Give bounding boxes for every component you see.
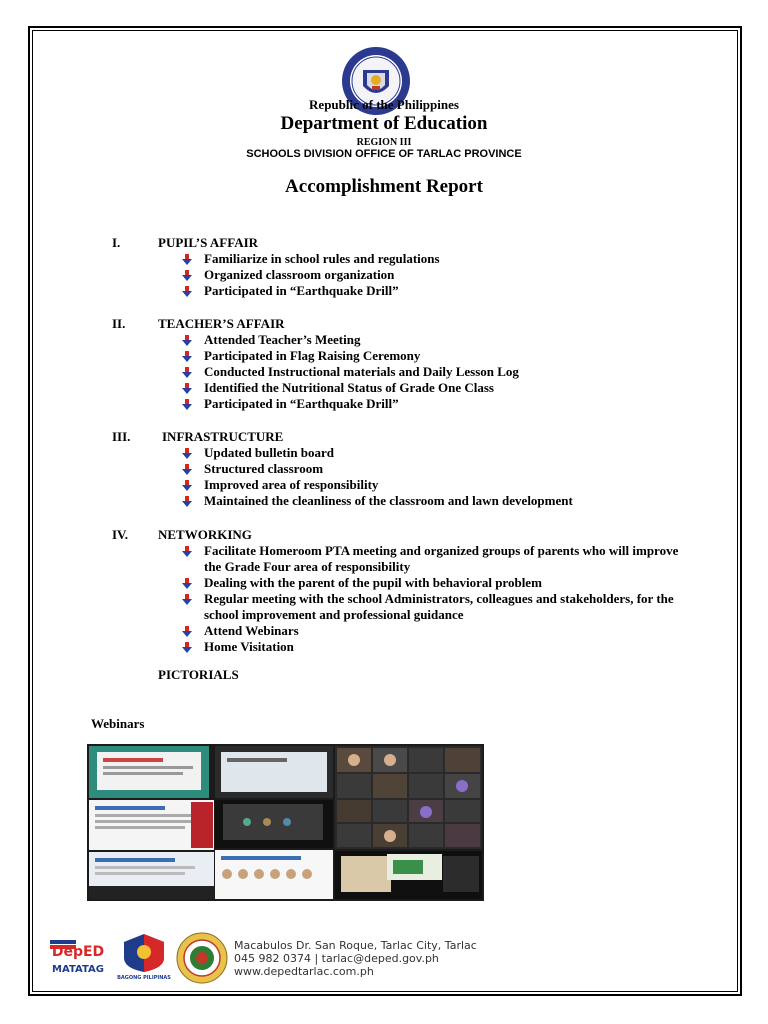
arrow-bullet-icon <box>182 399 192 410</box>
list-item: Attend Webinars <box>182 623 682 639</box>
arrow-bullet-icon <box>182 254 192 265</box>
list-item: Dealing with the parent of the pupil wit… <box>182 575 682 591</box>
arrow-bullet-icon <box>182 383 192 394</box>
section-title: INFRASTRUCTURE <box>162 429 284 444</box>
webinar-photo-collage <box>87 744 484 901</box>
list-item: Organized classroom organization <box>182 267 702 283</box>
republic-label: Republic of the Philippines <box>309 97 459 112</box>
section-title: NETWORKING <box>158 527 252 542</box>
page-border-inner <box>32 30 738 992</box>
list-item: Improved area of responsibility <box>182 477 702 493</box>
section-infrastructure: III. INFRASTRUCTURE Updated bulletin boa… <box>112 429 712 509</box>
sdo-tarlac-seal-logo <box>176 932 228 984</box>
section-number: IV. <box>112 527 129 542</box>
list-item: Maintained the cleanliness of the classr… <box>182 493 702 509</box>
page-border-outer <box>28 26 742 996</box>
department-title: Department of Education <box>280 113 488 134</box>
arrow-bullet-icon <box>182 270 192 281</box>
list-item: Participated in “Earthquake Drill” <box>182 283 702 299</box>
bagong-pilipinas-logo: BAGONG PILIPINAS <box>117 934 171 980</box>
arrow-bullet-icon <box>182 594 192 605</box>
pictorials-heading: PICTORIALS <box>158 667 239 682</box>
arrow-bullet-icon <box>182 367 192 378</box>
footer-website: www.depedtarlac.com.ph <box>234 965 374 978</box>
section-number: I. <box>112 235 121 250</box>
arrow-bullet-icon <box>182 286 192 297</box>
footer-address: Macabulos Dr. San Roque, Tarlac City, Ta… <box>234 939 477 952</box>
region-label: REGION III <box>356 137 412 148</box>
list-item: Attended Teacher’s Meeting <box>182 332 702 348</box>
arrow-bullet-icon <box>182 351 192 362</box>
arrow-bullet-icon <box>182 464 192 475</box>
arrow-bullet-icon <box>182 480 192 491</box>
section-pupils-affair: I. PUPIL’S AFFAIR Familiarize in school … <box>112 235 712 299</box>
deped-matatag-logo: DepED MATATAG <box>50 940 104 975</box>
list-item: Home Visitation <box>182 639 682 655</box>
footer-contact: 045 982 0374 | tarlac@deped.gov.ph <box>234 952 439 965</box>
list-item: Structured classroom <box>182 461 702 477</box>
arrow-bullet-icon <box>182 626 192 637</box>
list-item: Facilitate Homeroom PTA meeting and orga… <box>182 543 682 575</box>
section-number: III. <box>112 429 131 444</box>
report-title: Accomplishment Report <box>285 176 483 197</box>
list-item: Familiarize in school rules and regulati… <box>182 251 702 267</box>
arrow-bullet-icon <box>182 496 192 507</box>
section-number: II. <box>112 316 126 331</box>
list-item: Participated in Flag Raising Ceremony <box>182 348 702 364</box>
arrow-bullet-icon <box>182 642 192 653</box>
division-label: SCHOOLS DIVISION OFFICE OF TARLAC PROVIN… <box>246 148 522 160</box>
list-item: Updated bulletin board <box>182 445 702 461</box>
footer-contact-block: Macabulos Dr. San Roque, Tarlac City, Ta… <box>234 939 477 978</box>
arrow-bullet-icon <box>182 335 192 346</box>
list-item: Participated in “Earthquake Drill” <box>182 396 702 412</box>
list-item: Identified the Nutritional Status of Gra… <box>182 380 702 396</box>
svg-text:MATATAG: MATATAG <box>52 964 104 975</box>
deped-seal-logo <box>342 47 410 115</box>
svg-text:BAGONG PILIPINAS: BAGONG PILIPINAS <box>117 975 171 980</box>
arrow-bullet-icon <box>182 578 192 589</box>
list-item: Conducted Instructional materials and Da… <box>182 364 702 380</box>
section-title: TEACHER’S AFFAIR <box>158 316 285 331</box>
section-title: PUPIL’S AFFAIR <box>158 235 259 250</box>
list-item: Regular meeting with the school Administ… <box>182 591 682 623</box>
arrow-bullet-icon <box>182 448 192 459</box>
svg-text:DepED: DepED <box>52 944 104 960</box>
section-networking: IV. NETWORKING Facilitate Homeroom PTA m… <box>112 527 712 655</box>
section-teachers-affair: II. TEACHER’S AFFAIR Attended Teacher’s … <box>112 316 712 412</box>
webinars-caption: Webinars <box>91 716 145 731</box>
arrow-bullet-icon <box>182 546 192 557</box>
